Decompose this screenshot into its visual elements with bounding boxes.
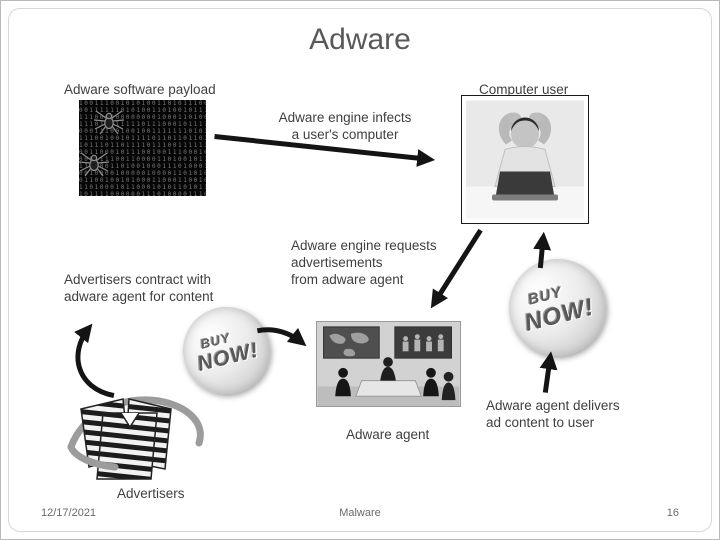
arrow-user-to-agent [434,230,481,304]
meeting-room-illustration [317,322,460,406]
slide-title: Adware [1,23,719,57]
shopping-bags-illustration [63,367,208,485]
delivers-text: Adware agent delivers ad content to user [486,397,620,431]
buy-now-badge-right: BUY NOW! [499,249,617,367]
payload-image: 100111001010100110101110001000 001111110… [79,100,206,196]
arrow-agent-to-badge [545,357,550,393]
contract-text: Advertisers contract with adware agent f… [64,271,213,305]
infects-text: Adware engine infects a user's computer [256,109,434,143]
advertisers-image [63,367,208,485]
computer-user-image [461,95,589,224]
advertisers-label: Advertisers [117,485,185,502]
frustrated-user-illustration [466,100,584,219]
spider-icon [79,100,206,196]
payload-label: Adware software payload [64,81,216,98]
adware-agent-label: Adware agent [346,426,429,443]
footer-page-number: 16 [667,507,679,519]
footer-title: Malware [1,507,719,519]
adware-agent-image [316,321,461,407]
requests-text: Adware engine requests advertisements fr… [291,237,437,288]
